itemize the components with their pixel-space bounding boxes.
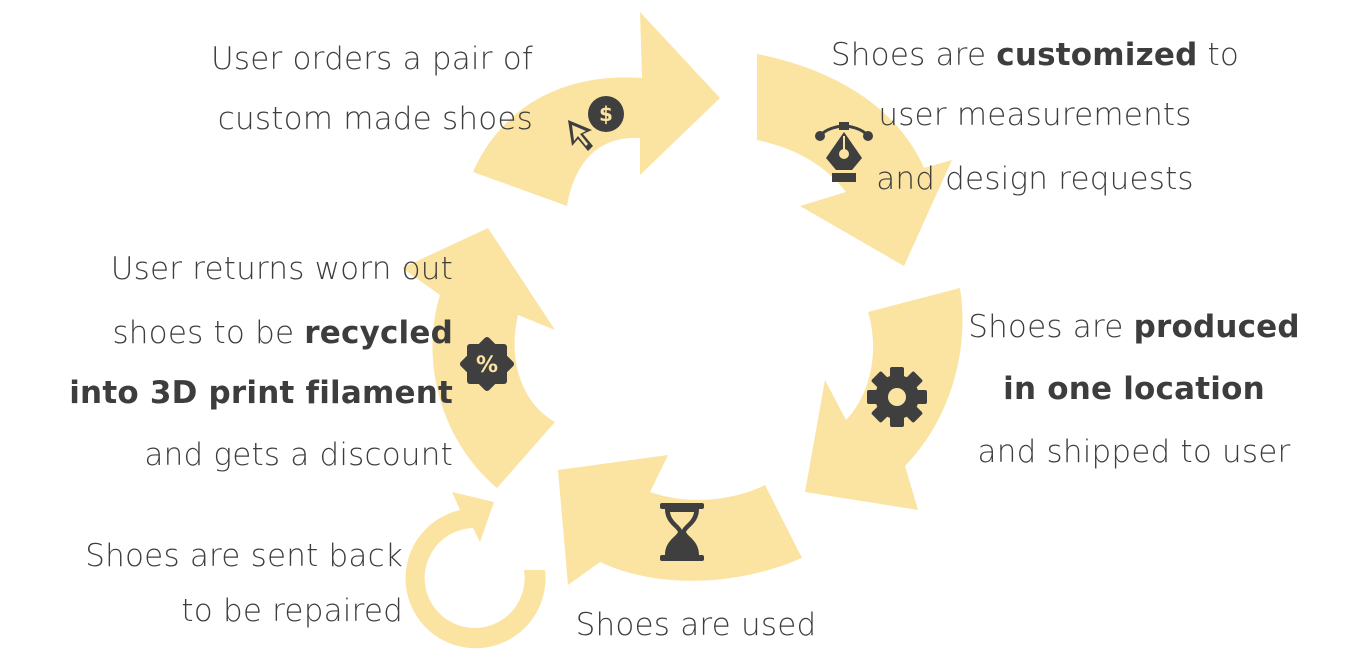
svg-text:%: % [476,353,498,378]
caption-line: User orders a pair of [211,44,533,75]
caption-line: to be repaired [85,596,403,627]
cycle-arrow-repair [405,492,546,649]
caption-use: Shoes are used [560,610,832,641]
caption-bold-text: produced [1133,309,1300,345]
dollar-cursor-icon: $ [568,96,624,151]
caption-text: Shoes are sent back [85,538,403,574]
caption-line: User returns worn out [69,254,453,285]
caption-text: Shoes are [830,37,997,73]
caption-line: Shoes are produced [940,312,1328,343]
caption-line: into 3D print filament [69,378,453,409]
caption-bold-text: into 3D print filament [69,375,453,411]
caption-produce: Shoes are produced in one location and shi… [940,312,1328,468]
caption-line: user measurements [826,100,1244,131]
caption-text: User returns worn out [110,251,453,287]
caption-text: custom made shoes [217,101,533,137]
caption-line: custom made shoes [211,104,533,135]
caption-text: user measurements [878,97,1192,133]
svg-text:$: $ [599,102,613,126]
caption-text: shoes to be [112,315,305,351]
hourglass-icon [660,503,704,561]
caption-bold-text: customized [996,37,1198,73]
caption-line: shoes to be recycled [69,318,453,349]
caption-line: Shoes are used [560,610,832,641]
caption-line: and shipped to user [940,437,1328,468]
caption-line: Shoes are customized to [826,40,1244,71]
caption-text: and gets a discount [144,437,453,473]
discount-badge-icon: % [459,336,515,392]
caption-text: Shoes are used [575,607,817,643]
caption-bold-text: in one location [1003,371,1265,407]
caption-order: User orders a pair of custom made shoes [211,44,533,135]
caption-text: and shipped to user [977,434,1291,470]
caption-line: Shoes are sent back [85,541,403,572]
caption-line: in one location [940,374,1328,405]
caption-line: and gets a discount [69,440,453,471]
caption-text: Shoes are [968,309,1134,345]
caption-text: User orders a pair of [211,41,533,77]
caption-repair: Shoes are sent back to be repaired [85,541,403,627]
caption-bold-text: recycled [304,315,453,351]
caption-recycle: User returns worn out shoes to be recycle… [69,254,453,471]
gear-icon [867,367,927,427]
caption-line: and design requests [826,164,1244,195]
caption-text: to be repaired [181,593,403,629]
caption-text: and design requests [876,161,1194,197]
caption-text: to [1197,37,1240,73]
pen-tool-icon [815,122,873,182]
